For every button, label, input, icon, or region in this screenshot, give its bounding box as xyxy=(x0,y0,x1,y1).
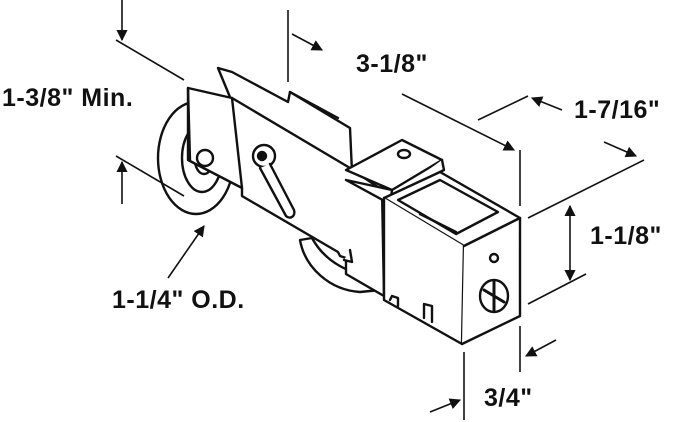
dimension-width-label: 1-7/16" xyxy=(574,96,661,124)
dimension-lines xyxy=(115,0,645,420)
housing-block xyxy=(382,170,522,346)
dimension-wheel-diameter-label: 1-1/4" O.D. xyxy=(112,286,245,314)
dimension-thickness-label: 3/4" xyxy=(484,384,533,412)
dimension-height-label: 1-1/8" xyxy=(590,222,662,250)
dimension-length-label: 3-1/8" xyxy=(356,50,428,78)
dimension-min-height-label: 1-3/8" Min. xyxy=(2,84,134,112)
